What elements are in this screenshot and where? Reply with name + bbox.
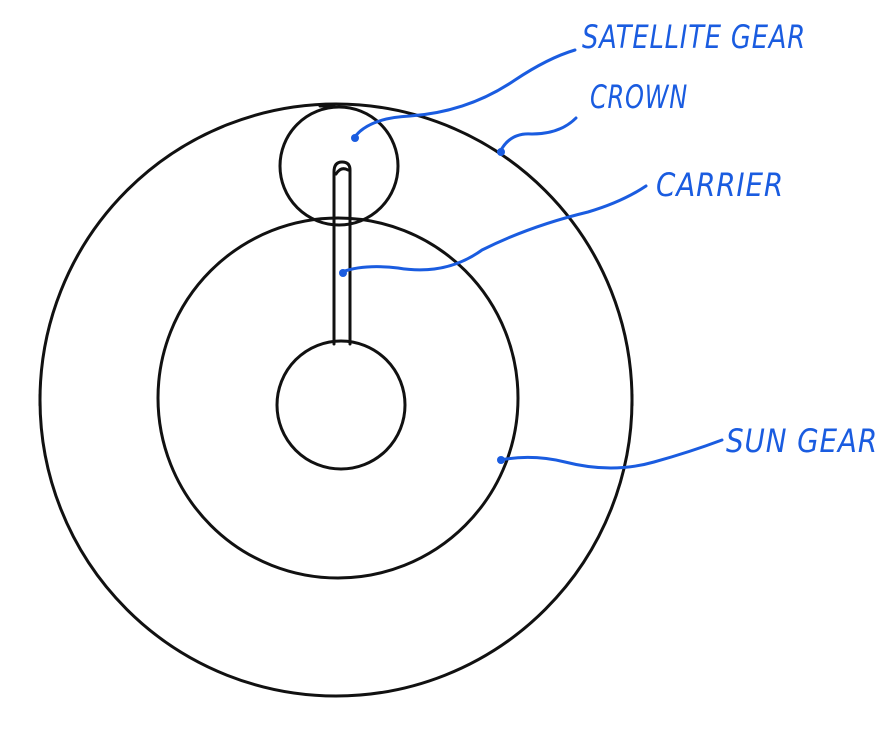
satellite-gear-circle [278,105,400,227]
sun-gear-leader [498,438,724,470]
carrier-label: CARRIER [656,166,784,204]
crown-label: CROWN [590,78,688,116]
crown-dot [497,148,505,156]
sun-gear-circle [156,216,520,580]
gear-drawing [38,102,634,698]
crown-outer-circle [38,102,634,698]
sun-gear-dot [497,456,505,464]
annotation-labels: SATELLITE GEAR CROWN CARRIER SUN GEAR [582,18,878,460]
satellite-gear-label: SATELLITE GEAR [582,18,806,56]
central-hub-circle [275,339,407,471]
crown-leader [498,116,578,154]
sun-gear-label: SUN GEAR [726,422,878,460]
annotation-leaders [340,48,724,470]
carrier-arm-tip [334,167,350,176]
carrier-arm [332,160,352,346]
annotation-dots [339,134,505,464]
satellite-gear-leader [352,48,577,140]
satellite-gear-dot [351,134,359,142]
carrier-leader [340,184,648,274]
carrier-dot [339,269,347,277]
